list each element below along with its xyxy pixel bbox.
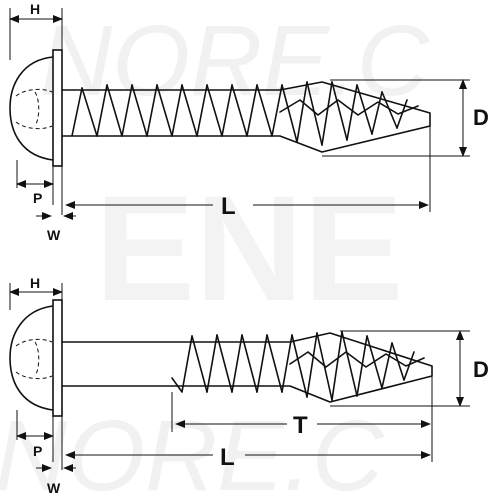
label-t-bottom: T	[293, 412, 308, 439]
screw-bottom-figure: H D T L P W	[9, 275, 489, 496]
recess-bottom	[15, 338, 53, 380]
label-h-bottom: H	[30, 275, 40, 291]
watermark: NORE.C ENE NORE.C	[0, 5, 430, 503]
watermark-middle-text: ENE	[95, 164, 403, 332]
watermark-bottom-text: NORE.C	[0, 400, 385, 503]
washer-top	[52, 49, 63, 167]
shank-top	[61, 81, 431, 153]
thread-top	[71, 81, 419, 146]
label-w-top: W	[47, 227, 61, 243]
washer-bottom	[52, 299, 63, 417]
label-l-top: L	[221, 193, 236, 220]
screw-head-bottom	[9, 305, 54, 411]
screw-head-top	[9, 56, 54, 161]
label-d-bottom: D	[473, 357, 489, 382]
label-p-top: P	[33, 190, 42, 206]
label-h-top: H	[30, 1, 40, 17]
label-d-top: D	[473, 105, 489, 130]
screw-top-figure: H D L P W	[9, 1, 489, 243]
watermark-top-text: NORE.C	[40, 5, 430, 117]
label-p-bottom: P	[33, 443, 42, 459]
label-l-bottom: L	[220, 444, 235, 471]
thread-bottom	[171, 331, 425, 401]
label-w-bottom: W	[47, 480, 61, 496]
recess-top	[15, 88, 53, 130]
